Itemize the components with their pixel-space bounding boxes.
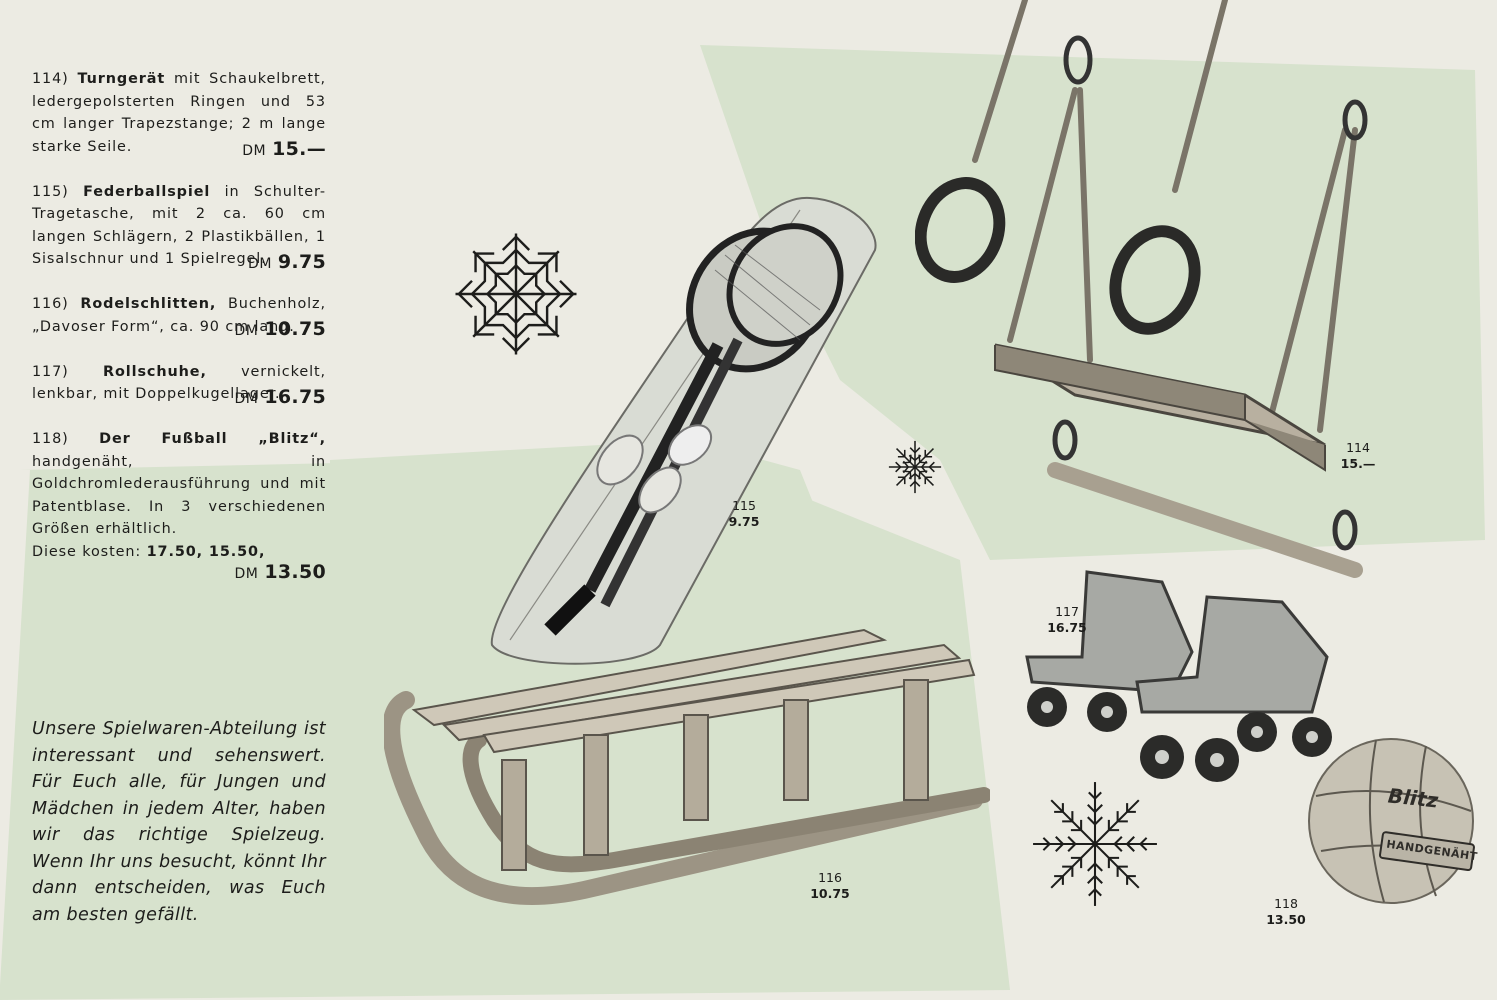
currency: DM	[242, 143, 267, 159]
label-number: 115	[732, 498, 756, 513]
item-name: Rollschuhe,	[103, 363, 207, 380]
item-115: 115) Federballspiel in Schulter-Tragetas…	[32, 181, 326, 276]
price-amount: 16.75	[264, 385, 326, 408]
ball-brand: Blitz	[1386, 783, 1440, 813]
label-price: 9.75	[728, 514, 760, 529]
currency: DM	[248, 255, 272, 272]
item-description: mit Schaukelbrett, ledergepolsterten Rin…	[32, 71, 326, 155]
price-amount: 13.50	[264, 561, 326, 583]
item-number: 114)	[32, 71, 69, 87]
gym-swing-illustration	[915, 0, 1368, 578]
currency: DM	[234, 323, 259, 339]
label-number: 114	[1346, 440, 1370, 455]
label-117: 117 16.75	[1044, 604, 1090, 636]
item-name: Rodelschlitten,	[80, 296, 217, 312]
snowflake-icon	[454, 233, 578, 356]
football-ball	[1308, 738, 1475, 904]
price-amount: 10.75	[264, 318, 326, 340]
item-price: DM 16.75	[32, 386, 326, 411]
item-116: 116) Rodelschlitten, Buchenholz, „Davose…	[32, 293, 326, 343]
item-name: Federballspiel	[83, 183, 211, 200]
label-number: 118	[1274, 896, 1298, 911]
snowflake-icon	[1032, 782, 1158, 907]
item-price: DM 15.—	[32, 138, 326, 163]
item-price: DM 13.50	[32, 561, 326, 586]
currency: DM	[234, 566, 259, 582]
roller-skates-illustration	[1025, 570, 1332, 782]
item-price: DM 9.75	[32, 251, 326, 276]
label-price: 16.75	[1047, 620, 1087, 635]
item-number: 117)	[32, 363, 69, 380]
label-price: 15.—	[1340, 456, 1376, 471]
item-number: 115)	[32, 183, 69, 200]
item-description: Buchenholz, „Davoser Form“, ca. 90 cm la…	[32, 296, 326, 335]
label-price: 10.75	[810, 886, 850, 901]
label-115: 115 9.75	[724, 498, 764, 530]
price-note: Diese kosten:	[32, 543, 147, 560]
item-description: vernickelt, lenkbar, mit Doppelkugellage…	[32, 363, 326, 403]
currency: DM	[234, 390, 259, 407]
sled-illustration	[384, 628, 990, 906]
label-118: 118 13.50	[1264, 896, 1308, 928]
promo-text: Unsere Spielwaren-Abteilung ist interess…	[32, 719, 326, 925]
price-sizes: 17.50, 15.50,	[146, 543, 266, 560]
item-114: 114) Turngerät mit Schaukelbrett, lederg…	[32, 68, 326, 163]
label-number: 116	[818, 870, 842, 885]
item-price: DM 10.75	[32, 318, 326, 343]
item-117: 117) Rollschuhe, vernickelt, lenkbar, mi…	[32, 361, 326, 411]
item-description: handgenäht, in Goldchromlederausführung …	[32, 453, 326, 538]
price-amount: 9.75	[277, 250, 326, 273]
snowflake-icon	[888, 440, 942, 494]
item-name: Turngerät	[77, 71, 166, 87]
label-116: 116 10.75	[808, 870, 852, 902]
label-114: 114 15.—	[1338, 440, 1378, 472]
badminton-set-illustration	[490, 196, 877, 665]
item-name: Der Fußball „Blitz“,	[99, 431, 326, 447]
item-number: 116)	[32, 296, 69, 312]
football-illustration: Blitz HANDGENÄHT	[1306, 736, 1478, 906]
label-price: 13.50	[1266, 912, 1306, 927]
item-118: 118) Der Fußball „Blitz“, handgenäht, in…	[32, 428, 326, 586]
item-list: 114) Turngerät mit Schaukelbrett, lederg…	[32, 68, 326, 604]
item-number: 118)	[32, 431, 69, 447]
label-number: 117	[1055, 604, 1079, 619]
price-amount: 15.—	[272, 138, 326, 160]
item-description: in Schulter-Tragetasche, mit 2 ca. 60 cm…	[32, 183, 326, 268]
